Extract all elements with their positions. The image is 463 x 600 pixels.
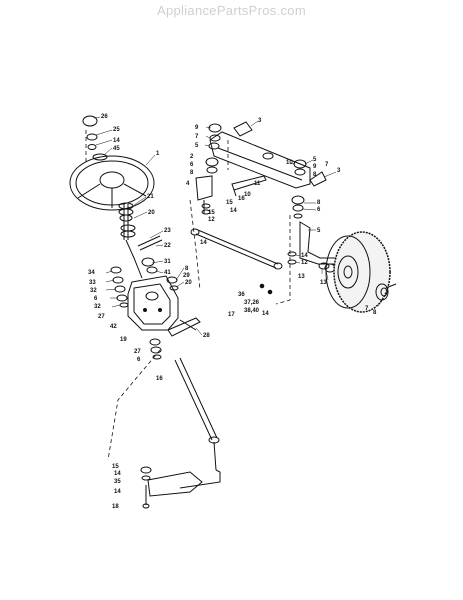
- steering-wheel: [69, 155, 155, 211]
- callout-6: 6: [317, 207, 321, 213]
- callout-9: 9: [195, 125, 199, 131]
- callout-14: 14: [114, 471, 121, 477]
- callout-6: 6: [190, 162, 194, 168]
- callout-15: 15: [226, 200, 233, 206]
- callout-7: 7: [325, 162, 329, 168]
- callout-12: 12: [208, 217, 215, 223]
- callout-27: 27: [98, 314, 105, 320]
- callout-3: 3: [337, 168, 341, 174]
- callout-10: 10: [244, 192, 251, 198]
- callout-5: 5: [317, 228, 321, 234]
- callout-6: 6: [137, 357, 141, 363]
- gear-fasteners: [137, 235, 197, 360]
- callout-27: 27: [134, 349, 141, 355]
- callout-15: 15: [208, 210, 215, 216]
- callout-19: 19: [120, 337, 127, 343]
- callout-6: 6: [94, 296, 98, 302]
- callout-3: 3: [258, 118, 262, 124]
- callout-38-40: 38,40: [244, 308, 260, 314]
- callout-20: 20: [148, 210, 155, 216]
- callout-7: 7: [195, 134, 199, 140]
- callout-14: 14: [301, 253, 308, 259]
- callout-8: 8: [185, 266, 189, 272]
- leader-lines: [93, 116, 383, 336]
- callout-14: 14: [200, 240, 207, 246]
- callout-32: 32: [90, 288, 97, 294]
- callout-18: 18: [112, 504, 119, 510]
- callout-5: 5: [195, 143, 199, 149]
- callout-20: 20: [185, 280, 192, 286]
- left-spindle: [195, 175, 213, 215]
- callout-25: 25: [113, 127, 120, 133]
- callout-35: 35: [114, 479, 121, 485]
- callout-14: 14: [230, 208, 237, 214]
- callout-2: 2: [190, 154, 194, 160]
- callout-22: 22: [164, 243, 171, 249]
- left-washers-stack: [110, 266, 129, 308]
- callout-41: 41: [164, 270, 171, 276]
- callout-17: 17: [228, 312, 235, 318]
- callout-23: 23: [164, 228, 171, 234]
- callout-13: 13: [320, 280, 327, 286]
- front-wheel: [325, 231, 397, 313]
- watermark: AppliancePartsPros.com: [157, 3, 306, 18]
- callout-21: 21: [147, 194, 154, 200]
- callout-29: 29: [183, 273, 190, 279]
- callout-36: 36: [238, 292, 245, 298]
- callout-33: 33: [89, 280, 96, 286]
- routing-lines: [85, 130, 291, 461]
- front-axle: [205, 121, 327, 219]
- callout-45: 45: [113, 146, 120, 152]
- axle-center-pivot: [231, 152, 274, 197]
- callout-13: 13: [298, 274, 305, 280]
- callout-7: 7: [365, 306, 369, 312]
- steering-arm: [140, 466, 221, 509]
- callout-16: 16: [238, 196, 245, 202]
- steering-shaft: [118, 202, 143, 279]
- callout-42: 42: [110, 324, 117, 330]
- callout-14: 14: [114, 489, 121, 495]
- callout-1: 1: [156, 151, 160, 157]
- callout-28: 28: [203, 333, 210, 339]
- callout-11: 11: [254, 181, 261, 187]
- callout-9: 9: [313, 164, 317, 170]
- drag-link: [174, 357, 220, 471]
- callout-31: 31: [164, 259, 171, 265]
- callout-14: 14: [262, 311, 269, 317]
- callout-4: 4: [186, 181, 190, 187]
- callout-labels: 26 25 14 45 1 21 20 23 22 31 41 8 29 20 …: [88, 114, 377, 510]
- callout-12: 12: [301, 260, 308, 266]
- tie-rod: [190, 228, 283, 295]
- callout-16: 16: [156, 376, 163, 382]
- callout-8: 8: [313, 172, 317, 178]
- callout-10: 10: [286, 160, 293, 166]
- callout-8: 8: [190, 170, 194, 176]
- callout-34: 34: [88, 270, 95, 276]
- callout-15: 15: [112, 464, 119, 470]
- callout-32: 32: [94, 304, 101, 310]
- callout-37-26: 37,26: [244, 300, 260, 306]
- callout-26: 26: [101, 114, 108, 120]
- steering-support-bracket: [127, 275, 201, 337]
- steering-cap: [82, 115, 108, 161]
- callout-14: 14: [113, 138, 120, 144]
- callout-8: 8: [373, 310, 377, 316]
- callout-5: 5: [313, 157, 317, 163]
- callout-8: 8: [317, 200, 321, 206]
